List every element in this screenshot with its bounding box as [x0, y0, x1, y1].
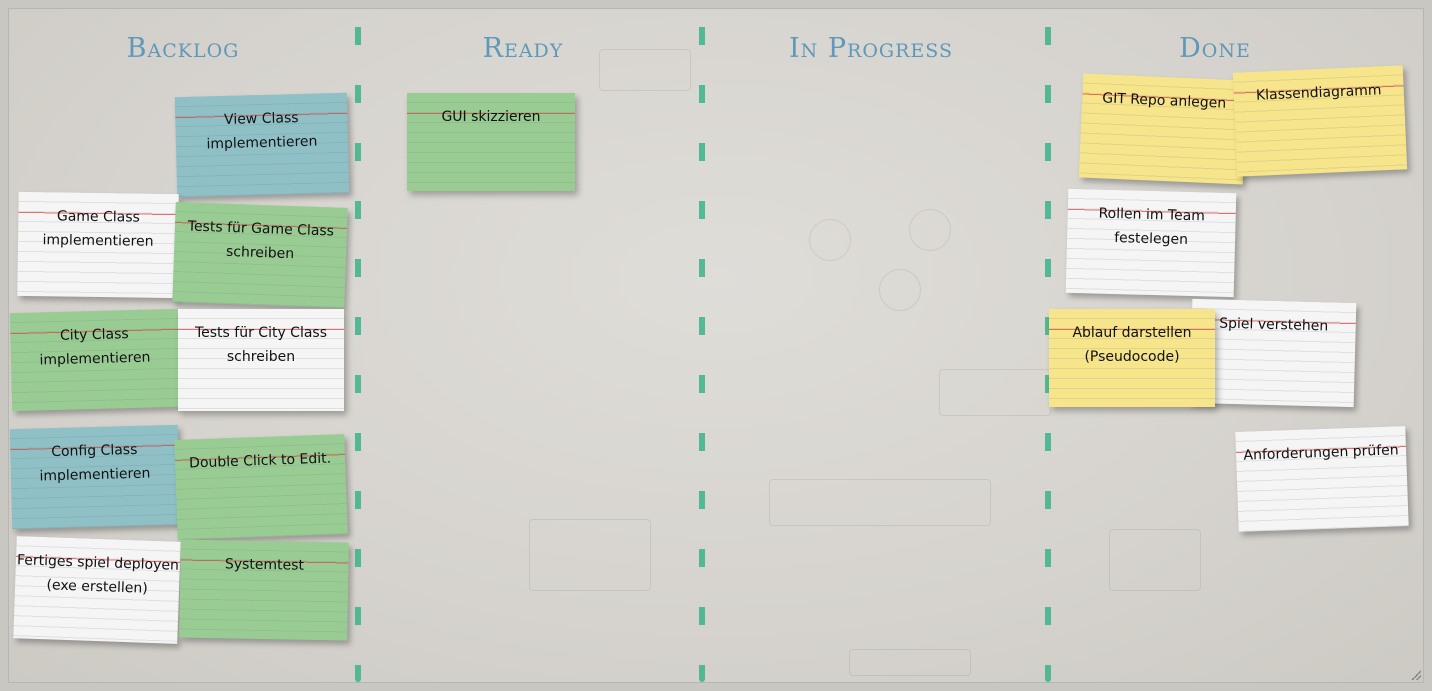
- card-tests-game-class[interactable]: Tests für Game Class schreiben: [172, 202, 348, 308]
- card-config-class[interactable]: Config Class implementieren: [9, 424, 181, 530]
- column-divider: [1045, 9, 1051, 682]
- column-title-in-progress: In Progress: [789, 33, 953, 64]
- card-systemtest[interactable]: Systemtest: [179, 539, 349, 641]
- card-tests-city-class[interactable]: Tests für City Class schreiben: [178, 309, 344, 411]
- card-ablauf-darstellen[interactable]: Ablauf darstellen (Pseudocode): [1049, 309, 1215, 407]
- card-git-repo[interactable]: GIT Repo anlegen: [1078, 73, 1248, 185]
- card-fertiges-spiel[interactable]: Fertiges spiel deployen (exe erstellen): [13, 536, 181, 644]
- card-double-click[interactable]: Double Click to Edit.: [174, 434, 348, 540]
- background-sketch: [599, 49, 691, 91]
- card-anforderungen[interactable]: Anforderungen prüfen: [1235, 426, 1409, 532]
- background-sketch: [909, 209, 951, 251]
- kanban-board: Backlog Ready In Progress Done View Clas…: [8, 8, 1424, 683]
- column-title-done: Done: [1179, 33, 1251, 64]
- background-sketch: [529, 519, 651, 591]
- background-sketch: [939, 369, 1051, 416]
- card-klassendiagramm[interactable]: Klassendiagramm: [1232, 65, 1408, 177]
- column-title-ready: Ready: [482, 33, 564, 64]
- column-title-backlog: Backlog: [126, 33, 240, 64]
- background-sketch: [879, 269, 921, 311]
- background-sketch: [1109, 529, 1201, 591]
- background-sketch: [769, 479, 991, 526]
- column-divider: [699, 9, 705, 682]
- card-city-class[interactable]: City Class implementieren: [9, 308, 181, 412]
- background-sketch: [849, 649, 971, 676]
- background-sketch: [809, 219, 851, 261]
- card-view-class[interactable]: View Class implementieren: [174, 92, 350, 198]
- column-divider: [355, 9, 361, 682]
- card-game-class[interactable]: Game Class implementieren: [17, 191, 179, 299]
- card-gui-skizzieren[interactable]: GUI skizzieren: [407, 93, 575, 191]
- card-rollen-team[interactable]: Rollen im Team festelegen: [1065, 188, 1237, 298]
- resize-grip-icon[interactable]: [1411, 670, 1421, 680]
